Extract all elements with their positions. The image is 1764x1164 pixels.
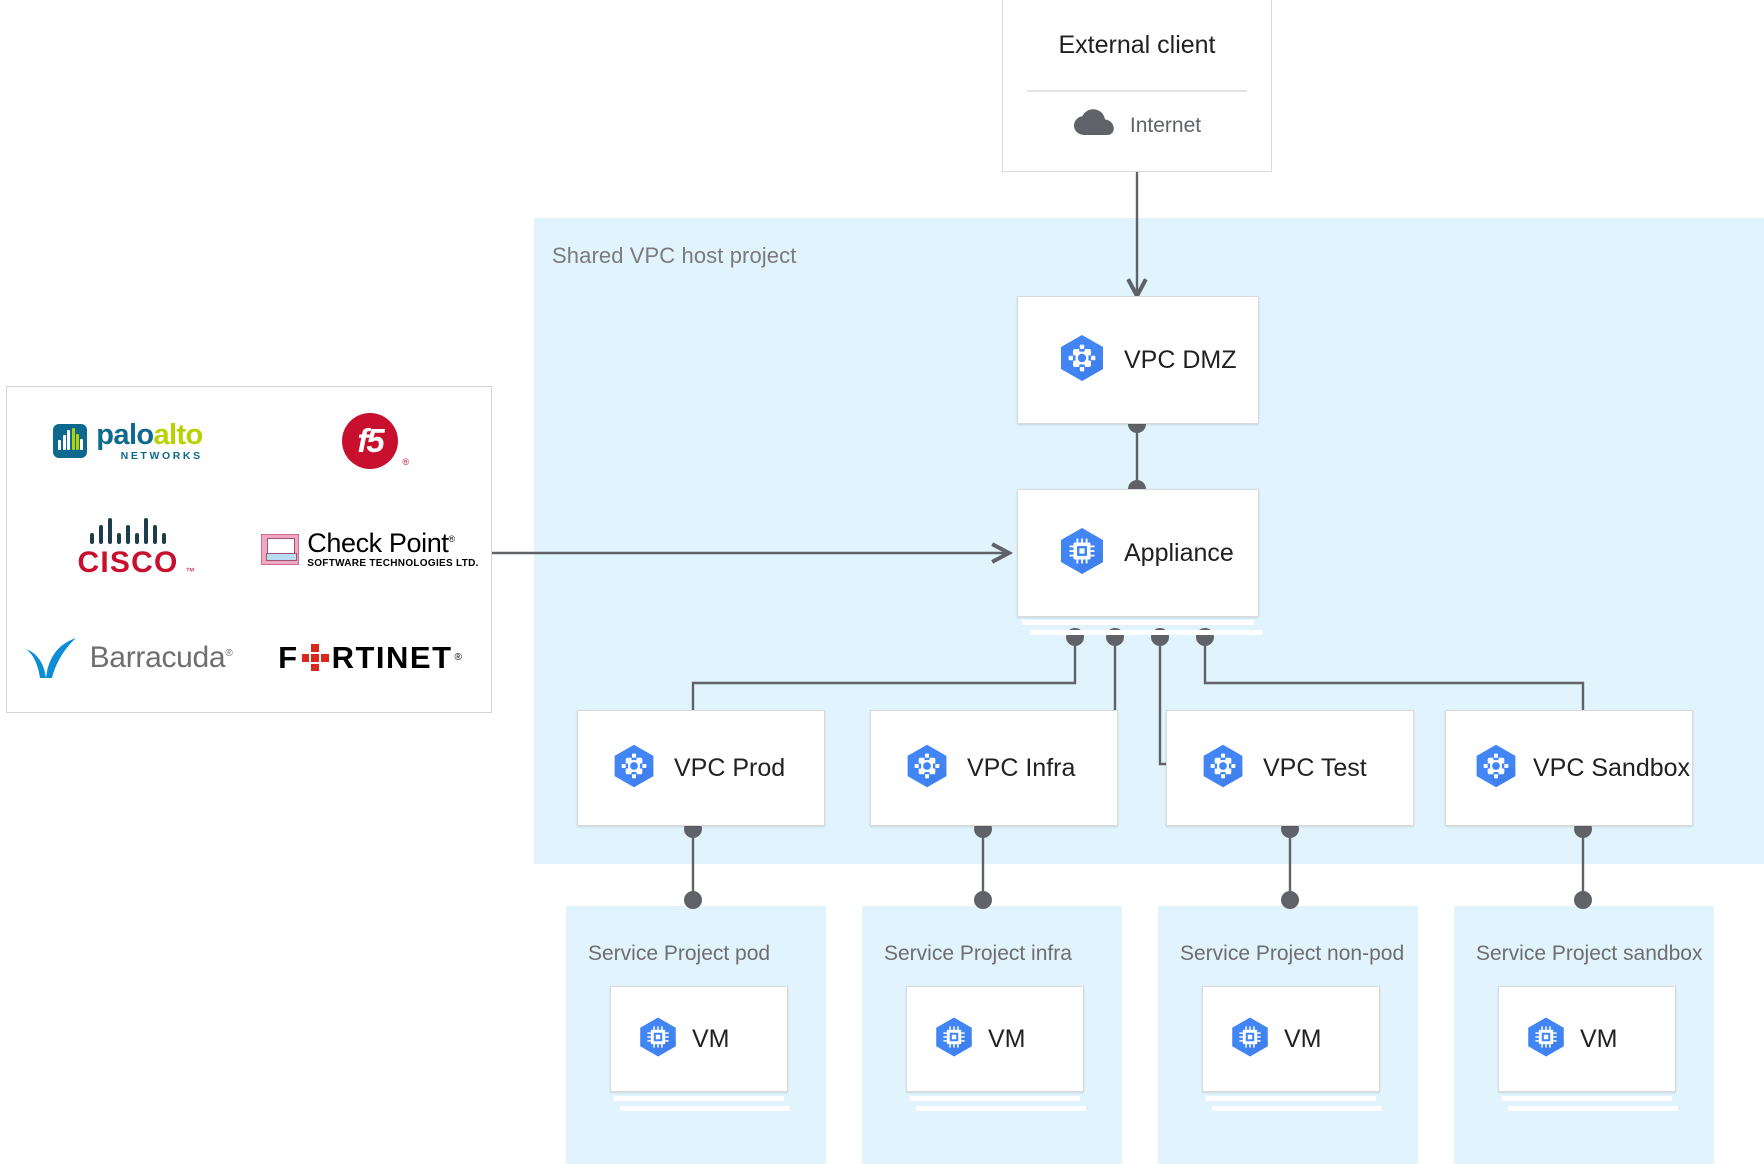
vpc-infra-card[interactable]: VPC Infra: [870, 710, 1118, 826]
service-project-label: Service Project non-pod: [1180, 942, 1405, 965]
appliance-label: Appliance: [1124, 538, 1234, 567]
vm-label: VM: [692, 1024, 730, 1053]
vm-chip-icon: [1524, 1015, 1568, 1064]
paloalto-word-2: alto: [153, 418, 204, 451]
vm-card-non-pod[interactable]: VM: [1202, 986, 1380, 1092]
appliance-chip-icon: [1056, 525, 1108, 582]
f5-logo-mark: f5 ®: [342, 413, 409, 470]
vendor-checkpoint[interactable]: Check Point® SOFTWARE TECHNOLOGIES LTD.: [261, 527, 479, 569]
internet-label: Internet: [1129, 113, 1202, 137]
f5-wordmark: f5: [357, 422, 384, 460]
vendor-appliance-panel: paloalto NETWORKS f5 ®: [6, 386, 492, 713]
appliance-card[interactable]: Appliance: [1017, 489, 1259, 617]
vpc-dmz-label: VPC DMZ: [1124, 345, 1237, 374]
checkpoint-wordmark: Check Point: [307, 527, 449, 558]
vpc-sandbox-card[interactable]: VPC Sandbox: [1445, 710, 1693, 826]
vendor-cisco[interactable]: CISCO ™: [77, 518, 195, 580]
service-project-label: Service Project pod: [588, 942, 771, 965]
barracuda-wordmark: Barracuda: [89, 640, 226, 674]
vm-label: VM: [1284, 1024, 1322, 1053]
barracuda-logo-mark: [24, 636, 80, 680]
vendor-f5[interactable]: f5 ®: [342, 413, 409, 470]
shared-vpc-host-project-label: Shared VPC host project: [552, 243, 797, 268]
fortinet-wordmark-2: RTINET: [331, 639, 453, 675]
vm-chip-icon: [1228, 1015, 1272, 1064]
paloalto-word-1: palo: [96, 418, 154, 451]
cisco-wordmark: CISCO: [77, 546, 179, 580]
vm-label: VM: [1580, 1024, 1618, 1053]
vpc-network-icon: [610, 742, 658, 795]
vm-card-infra[interactable]: VM: [906, 986, 1084, 1092]
external-client-title: External client: [1058, 31, 1216, 59]
vm-label: VM: [988, 1024, 1026, 1053]
vm-chip-icon: [932, 1015, 976, 1064]
vpc-sandbox-label: VPC Sandbox: [1533, 753, 1691, 782]
vpc-infra-label: VPC Infra: [967, 753, 1076, 782]
vpc-dmz-card[interactable]: VPC DMZ: [1017, 296, 1259, 424]
vm-card-pod[interactable]: VM: [610, 986, 788, 1092]
vpc-network-icon: [1056, 332, 1108, 389]
fortinet-logo-mark: [301, 644, 329, 672]
vpc-network-icon: [1199, 742, 1247, 795]
external-client-card[interactable]: External client Internet: [1002, 0, 1272, 172]
vendor-barracuda[interactable]: Barracuda®: [24, 636, 233, 680]
vm-chip-icon: [636, 1015, 680, 1064]
vpc-network-icon: [1472, 742, 1520, 795]
vendor-fortinet[interactable]: F RTINET ®: [278, 639, 462, 675]
service-project-label: Service Project sandbox: [1476, 942, 1703, 965]
checkpoint-logo-mark: [261, 533, 300, 565]
vpc-prod-label: VPC Prod: [674, 753, 786, 782]
internet-row: Internet: [1003, 109, 1271, 142]
vendor-paloalto[interactable]: paloalto NETWORKS: [53, 418, 204, 462]
vpc-prod-card[interactable]: VPC Prod: [577, 710, 825, 826]
checkpoint-tagline: SOFTWARE TECHNOLOGIES LTD.: [307, 557, 479, 569]
vpc-test-label: VPC Test: [1263, 753, 1367, 782]
paloalto-logo-mark: [53, 424, 88, 459]
cloud-icon: [1073, 109, 1115, 142]
vpc-test-card[interactable]: VPC Test: [1166, 710, 1414, 826]
divider: [1027, 90, 1247, 92]
vpc-network-icon: [903, 742, 951, 795]
vm-card-sandbox[interactable]: VM: [1498, 986, 1676, 1092]
cisco-logo-mark: [77, 518, 178, 545]
fortinet-wordmark-1: F: [278, 639, 299, 675]
paloalto-tagline: NETWORKS: [120, 449, 203, 462]
service-project-label: Service Project infra: [884, 942, 1072, 965]
